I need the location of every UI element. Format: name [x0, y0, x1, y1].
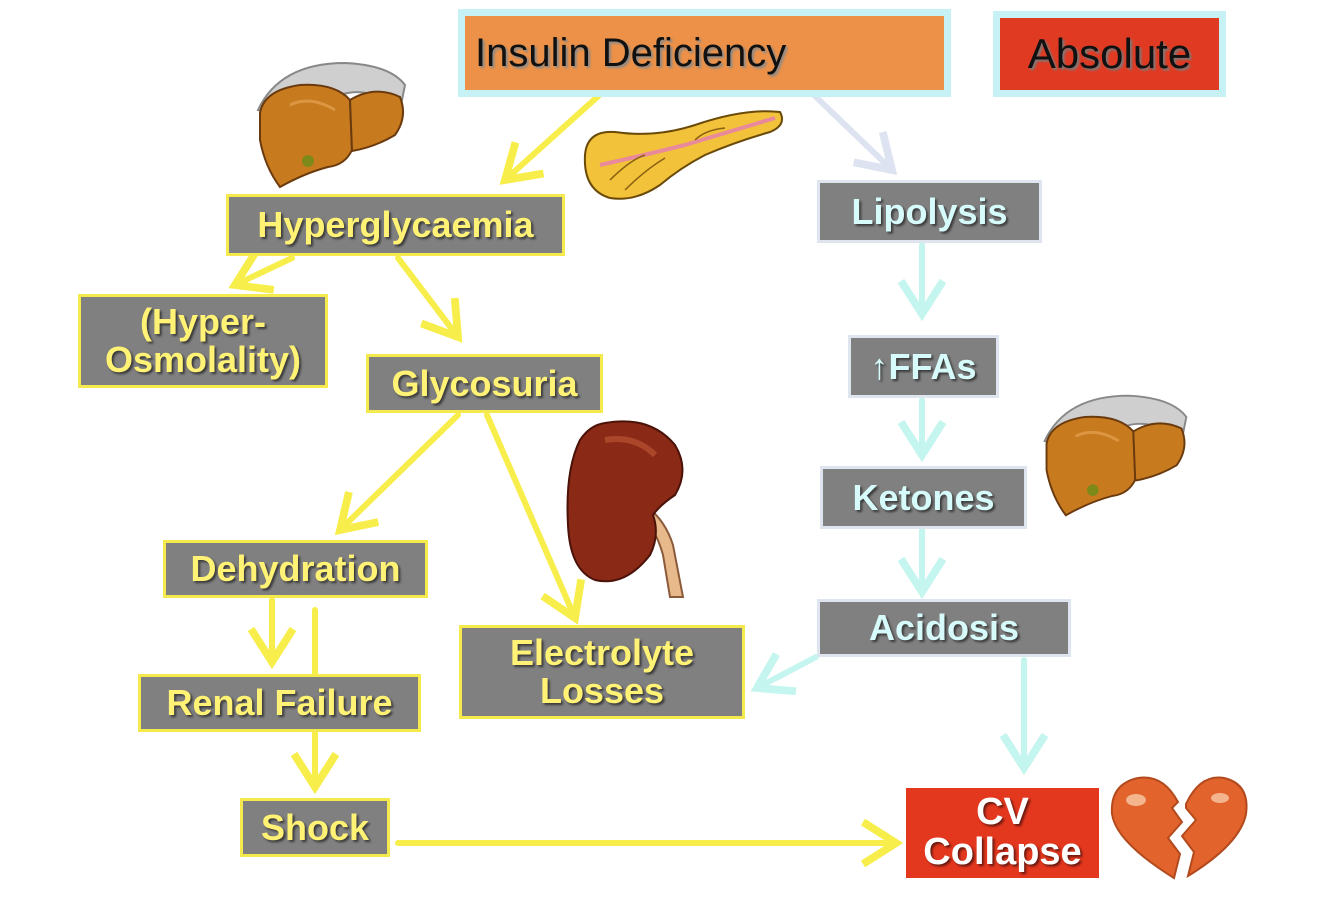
hyper-osmolality-box: (Hyper- Osmolality) — [78, 294, 328, 388]
arrow-hyperglycaemia-to-osmolality — [235, 258, 295, 285]
glycosuria-box: Glycosuria — [366, 354, 603, 413]
arrow-glycosuria-to-electrolyte — [484, 412, 575, 618]
insulin-deficiency-box: Insulin Deficiency — [458, 9, 951, 97]
hyperglycaemia-label: Hyperglycaemia — [257, 204, 534, 246]
cv-collapse-line1: CV — [976, 791, 1029, 834]
liver-icon — [256, 61, 407, 189]
lipolysis-label: Lipolysis — [851, 190, 1008, 232]
ketones-box: Ketones — [820, 466, 1027, 529]
ketones-label: Ketones — [852, 476, 995, 518]
ffas-box: ↑FFAs — [848, 335, 999, 398]
acidosis-label: Acidosis — [868, 607, 1020, 649]
renal-failure-label: Renal Failure — [166, 682, 393, 724]
broken-heart-icon — [1110, 776, 1248, 880]
electrolyte-losses-line2: Losses — [539, 670, 665, 711]
dehydration-label: Dehydration — [190, 548, 401, 590]
arrow-glycosuria-to-dehydration — [340, 412, 461, 530]
dehydration-box: Dehydration — [163, 540, 428, 598]
cv-collapse-box: CV Collapse — [906, 788, 1099, 878]
absolute-box: Absolute — [993, 11, 1226, 97]
hyper-osmolality-line1: (Hyper- — [139, 301, 267, 343]
arrow-acidosis-to-electrolyte — [757, 657, 819, 688]
electrolyte-losses-line1: Electrolyte — [509, 632, 695, 674]
liver-icon — [1043, 394, 1188, 517]
pancreas-icon — [583, 110, 783, 200]
absolute-label: Absolute — [1027, 29, 1192, 77]
arrow-hyperglycaemia-to-glycosuria — [395, 255, 458, 337]
shock-box: Shock — [240, 798, 390, 857]
renal-failure-box: Renal Failure — [138, 674, 421, 732]
hyper-osmolality-line2: Osmolality) — [104, 339, 302, 380]
shock-label: Shock — [260, 806, 370, 848]
acidosis-box: Acidosis — [817, 599, 1071, 657]
electrolyte-losses-box: Electrolyte Losses — [459, 625, 745, 719]
glycosuria-label: Glycosuria — [391, 362, 578, 404]
lipolysis-box: Lipolysis — [817, 180, 1042, 243]
cv-collapse-line2: Collapse — [923, 831, 1082, 873]
ffas-label: ↑FFAs — [870, 345, 977, 387]
hyperglycaemia-box: Hyperglycaemia — [226, 194, 565, 256]
insulin-deficiency-label: Insulin Deficiency — [475, 31, 787, 75]
arrow-insulin-to-lipolysis — [812, 93, 892, 170]
kidney-icon — [566, 420, 685, 598]
